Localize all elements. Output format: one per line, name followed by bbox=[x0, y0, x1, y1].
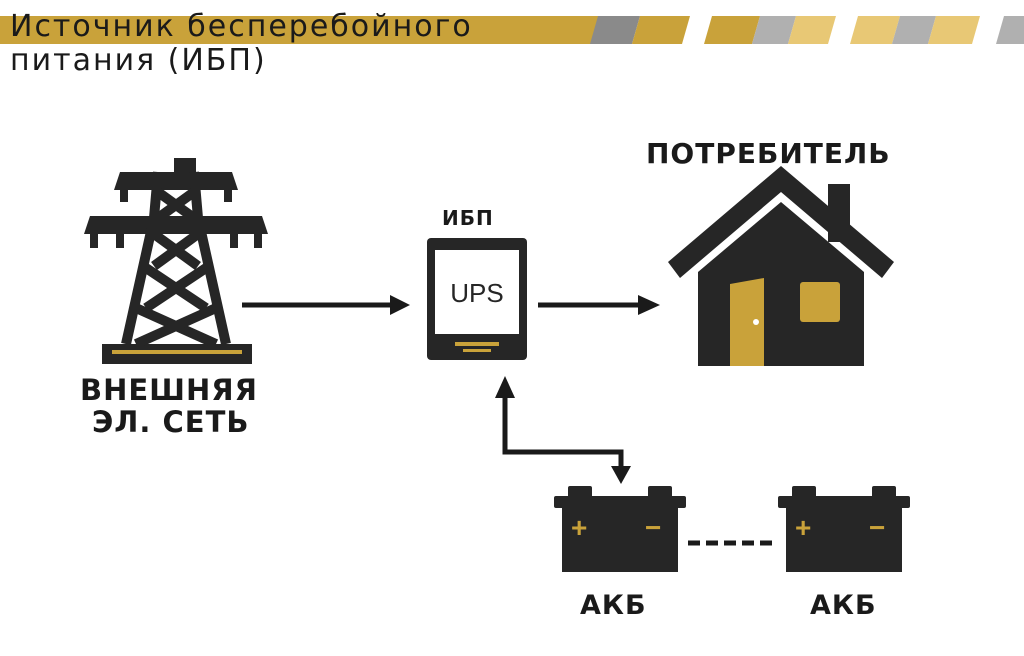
page-title: Источник бесперебойного питания (ИБП) bbox=[8, 10, 477, 78]
title-line-2: питания (ИБП) bbox=[10, 43, 267, 78]
battery-2-minus: − bbox=[869, 512, 886, 543]
title-line-1: Источник бесперебойного bbox=[10, 9, 473, 44]
battery-1-minus: − bbox=[645, 512, 662, 543]
ups-screen-text: UPS bbox=[450, 278, 504, 308]
battery-2-label: АКБ bbox=[810, 590, 877, 621]
house-icon bbox=[668, 166, 894, 366]
power-tower-icon bbox=[84, 158, 268, 364]
battery-2-plus: + bbox=[795, 512, 812, 543]
battery-1-label: АКБ bbox=[580, 590, 647, 621]
battery-icon-1 bbox=[554, 486, 686, 572]
battery-1-plus: + bbox=[571, 512, 588, 543]
consumer-label: ПОТРЕБИТЕЛЬ bbox=[646, 137, 891, 170]
ups-device-icon bbox=[427, 238, 527, 360]
grid-label-line-1: ВНЕШНЯЯ bbox=[80, 373, 258, 407]
grid-label-line-2: ЭЛ. СЕТЬ bbox=[92, 405, 250, 439]
ups-label: ИБП bbox=[442, 206, 494, 230]
grid-label: ВНЕШНЯЯ ЭЛ. СЕТЬ bbox=[80, 374, 258, 438]
title-stripes-decoration bbox=[0, 16, 1024, 44]
battery-icon-2 bbox=[778, 486, 910, 572]
